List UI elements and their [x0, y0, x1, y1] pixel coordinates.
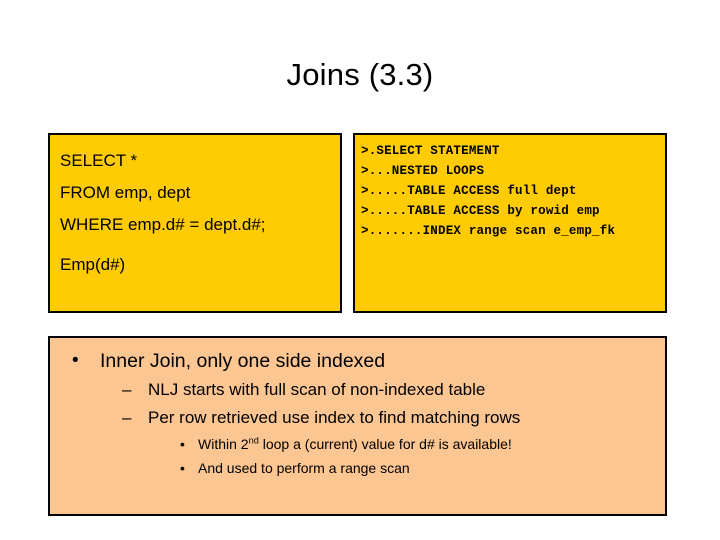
ordinal-superscript: nd	[248, 435, 259, 446]
bullet-text: Inner Join, only one side indexed	[100, 350, 386, 372]
page-title: Joins (3.3)	[286, 57, 434, 92]
bullet-dash-icon: –	[122, 380, 132, 399]
sql-line-from: FROM emp, dept	[60, 183, 191, 202]
bullet-text: And used to perform a range scan	[198, 460, 410, 476]
bullet-text: Per row retrieved use index to find matc…	[148, 408, 521, 427]
bullet-dash-icon: –	[122, 408, 132, 427]
bullet-list: • Inner Join, only one side indexed – NL…	[50, 346, 665, 480]
bullet-item-inner-join: • Inner Join, only one side indexed	[62, 346, 665, 376]
plan-line-select-statement: >.SELECT STATEMENT	[361, 144, 500, 158]
plan-line-index-range-scan: >.......INDEX range scan e_emp_fk	[361, 224, 616, 238]
emp-index-annotation: Emp(d#)	[60, 255, 126, 274]
bullet-dot-icon: •	[180, 460, 185, 476]
explanation-bullets-panel: • Inner Join, only one side indexed – NL…	[48, 336, 667, 516]
bullet-text-before-superscript: Within 2	[198, 436, 249, 452]
bullet-item-range-scan: • And used to perform a range scan	[174, 456, 665, 480]
bullet-dot-icon: •	[72, 350, 79, 371]
bullet-text: NLJ starts with full scan of non-indexed…	[148, 380, 486, 399]
sql-line-select: SELECT *	[60, 151, 138, 170]
bullet-item-nlj-full-scan: – NLJ starts with full scan of non-index…	[118, 376, 665, 404]
plan-line-table-access-full-dept: >.....TABLE ACCESS full dept	[361, 184, 577, 198]
execution-plan-panel: >.SELECT STATEMENT >...NESTED LOOPS >...…	[353, 133, 667, 313]
sql-line-where: WHERE emp.d# = dept.d#;	[60, 215, 266, 234]
sql-query-panel: SELECT * FROM emp, dept WHERE emp.d# = d…	[48, 133, 342, 313]
plan-line-nested-loops: >...NESTED LOOPS	[361, 164, 485, 178]
bullet-item-second-loop-value: • Within 2nd loop a (current) value for …	[174, 432, 665, 456]
plan-line-table-access-rowid-emp: >.....TABLE ACCESS by rowid emp	[361, 204, 600, 218]
bullet-item-per-row-index: – Per row retrieved use index to find ma…	[118, 404, 665, 432]
bullet-dot-icon: •	[180, 436, 185, 452]
bullet-text-after-superscript: loop a (current) value for d# is availab…	[258, 436, 512, 452]
